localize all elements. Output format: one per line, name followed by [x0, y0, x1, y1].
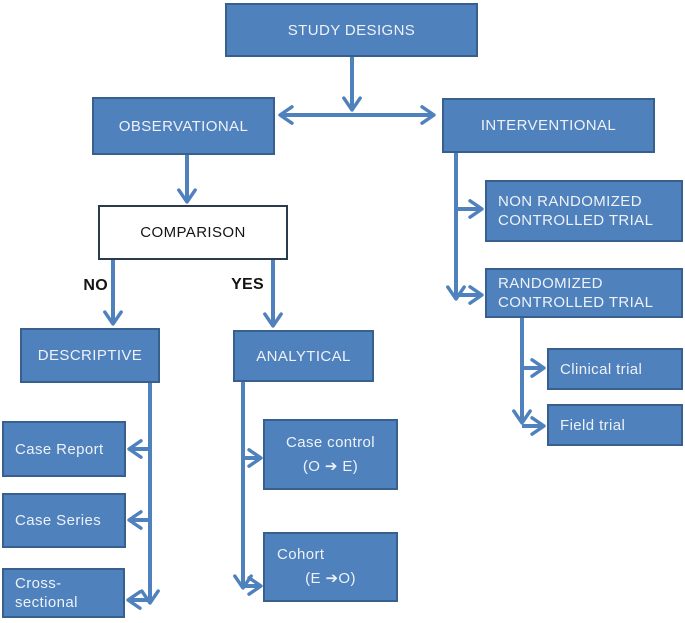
node-clinical-trial: Clinical trial — [547, 348, 683, 390]
node-non-randomized-controlled-trial: NON RANDOMIZED CONTROLLED TRIAL — [485, 180, 683, 242]
node-field-trial-label: Field trial — [560, 416, 626, 434]
node-randomized-line1: RANDOMIZED — [498, 275, 603, 292]
node-study-designs: STUDY DESIGNS — [225, 3, 478, 57]
branch-label-yes: YES — [231, 276, 264, 293]
node-non-randomized-line1: NON RANDOMIZED — [498, 193, 642, 210]
node-interventional: INTERVENTIONAL — [442, 98, 655, 153]
node-cohort-line2: (E ➔O) — [305, 570, 356, 587]
node-comparison-label: COMPARISON — [140, 224, 246, 241]
node-descriptive-label: DESCRIPTIVE — [37, 347, 143, 364]
node-analytical-label: ANALYTICAL — [256, 347, 351, 365]
node-field-trial: Field trial — [547, 404, 683, 446]
node-comparison: COMPARISON — [98, 205, 288, 260]
branch-label-no: NO — [83, 277, 108, 294]
node-case-report: Case Report — [2, 421, 126, 477]
node-study-designs-label: STUDY DESIGNS — [287, 21, 416, 39]
node-randomized-controlled-trial: RANDOMIZED CONTROLLED TRIAL — [485, 268, 683, 318]
node-case-series-label: Case Series — [15, 512, 102, 529]
node-case-control-line2: (O ➔ E) — [302, 457, 359, 475]
node-descriptive: DESCRIPTIVE — [20, 328, 160, 383]
node-observational: OBSERVATIONAL — [92, 97, 275, 155]
node-interventional-label: INTERVENTIONAL — [480, 117, 617, 134]
node-randomized-line2: CONTROLLED TRIAL — [498, 294, 654, 311]
node-cross-sectional-line1: Cross- — [15, 575, 62, 592]
node-cross-sectional-line2: sectional — [15, 594, 78, 611]
node-cross-sectional: Cross- sectional — [2, 568, 125, 618]
node-clinical-trial-label: Clinical trial — [560, 360, 643, 378]
node-cohort-line1: Cohort — [277, 546, 325, 563]
node-cohort: Cohort (E ➔O) — [263, 532, 398, 602]
node-case-series: Case Series — [2, 493, 126, 548]
node-case-report-label: Case Report — [15, 440, 104, 458]
node-case-control: Case control (O ➔ E) — [263, 419, 398, 490]
node-analytical: ANALYTICAL — [233, 330, 374, 382]
node-case-control-line1: Case control — [285, 433, 375, 451]
node-non-randomized-line2: CONTROLLED TRIAL — [498, 212, 654, 229]
node-observational-label: OBSERVATIONAL — [118, 117, 249, 135]
